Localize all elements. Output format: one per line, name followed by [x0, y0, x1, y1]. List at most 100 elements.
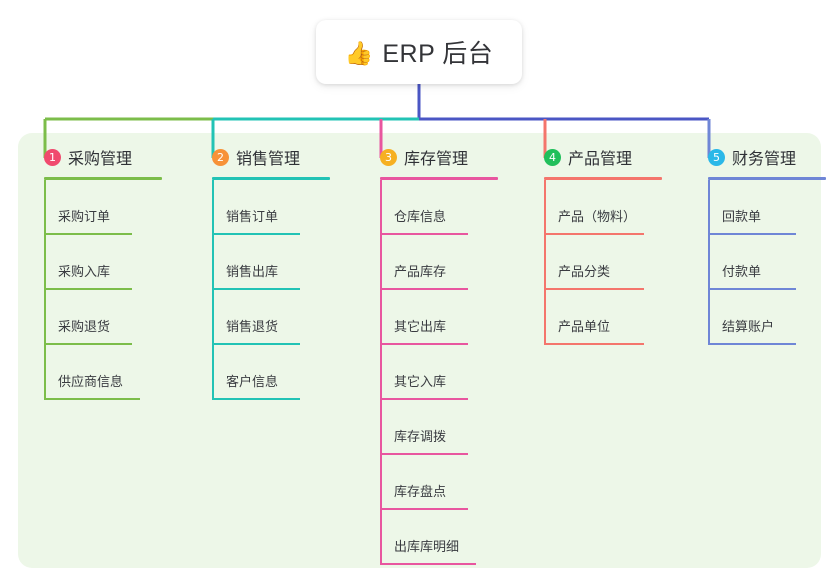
leaf-label: 付款单	[722, 264, 762, 279]
column-header-1[interactable]: 1 采购管理	[30, 143, 148, 171]
leaf-stem	[380, 455, 382, 510]
leaf-item[interactable]: 采购退货	[30, 290, 162, 345]
leaf-item[interactable]: 供应商信息	[30, 345, 162, 400]
column-badge-3: 3	[380, 148, 397, 166]
column-badge-4: 4	[544, 148, 561, 166]
leaf-underline	[212, 343, 300, 345]
thumbs-up-icon: 👍	[344, 39, 374, 66]
column-1: 1 采购管理采购订单采购入库采购退货供应商信息	[30, 143, 162, 400]
leaf-item[interactable]: 结算账户	[694, 290, 826, 345]
leaf-list-2: 销售订单销售出库销售退货客户信息	[198, 180, 330, 400]
column-title-3: 库存管理	[404, 151, 469, 168]
column-header-3[interactable]: 3 库存管理	[366, 143, 484, 171]
leaf-stem	[380, 510, 382, 565]
leaf-list-1: 采购订单采购入库采购退货供应商信息	[30, 180, 162, 400]
column-badge-5: 5	[708, 148, 725, 166]
leaf-label: 其它出库	[394, 319, 447, 334]
leaf-label: 销售订单	[226, 209, 279, 224]
leaf-stem	[212, 290, 214, 345]
leaf-item[interactable]: 库存调拨	[366, 400, 498, 455]
column-4: 4 产品管理产品（物料） 产品分类产品单位	[530, 143, 662, 345]
leaf-item[interactable]: 销售出库	[198, 235, 330, 290]
leaf-item[interactable]: 产品库存	[366, 235, 498, 290]
leaf-underline	[708, 343, 796, 345]
root-node[interactable]: 👍 ERP 后台	[316, 20, 522, 84]
leaf-label: 供应商信息	[58, 374, 124, 389]
column-title-5: 财务管理	[732, 151, 797, 168]
leaf-underline	[380, 343, 468, 345]
leaf-item[interactable]: 采购订单	[30, 180, 162, 235]
column-underline-4	[544, 177, 662, 180]
leaf-label: 销售退货	[226, 319, 279, 334]
leaf-item[interactable]: 客户信息	[198, 345, 330, 400]
leaf-label: 产品（物料）	[558, 209, 637, 224]
leaf-label: 采购订单	[58, 209, 111, 224]
column-title-2: 销售管理	[236, 151, 301, 168]
leaf-item[interactable]: 其它入库	[366, 345, 498, 400]
leaf-item[interactable]: 产品分类	[530, 235, 662, 290]
leaf-item[interactable]: 出库库明细	[366, 510, 498, 565]
column-3: 3 库存管理仓库信息产品库存其它出库其它入库库存调拨库存盘点出库库明细	[366, 143, 498, 565]
leaf-label: 库存调拨	[394, 429, 447, 444]
leaf-item[interactable]: 销售退货	[198, 290, 330, 345]
leaf-label: 仓库信息	[394, 209, 447, 224]
leaf-underline	[380, 233, 468, 235]
column-header-5[interactable]: 5 财务管理	[694, 143, 812, 171]
leaf-underline	[544, 233, 644, 235]
column-underline-3	[380, 177, 498, 180]
column-title-4: 产品管理	[568, 151, 633, 168]
leaf-label: 出库库明细	[394, 539, 460, 554]
column-badge-1: 1	[44, 148, 61, 166]
leaf-stem	[44, 290, 46, 345]
leaf-stem	[212, 180, 214, 235]
leaf-label: 产品库存	[394, 264, 447, 279]
leaf-stem	[44, 180, 46, 235]
leaf-label: 结算账户	[722, 319, 775, 334]
leaf-stem	[708, 290, 710, 345]
leaf-item[interactable]: 产品（物料）	[530, 180, 662, 235]
column-header-4[interactable]: 4 产品管理	[530, 143, 648, 171]
leaf-label: 库存盘点	[394, 484, 447, 499]
leaf-underline	[708, 233, 796, 235]
column-title-1: 采购管理	[68, 151, 133, 168]
leaf-stem	[544, 290, 546, 345]
leaf-list-5: 回款单付款单结算账户	[694, 180, 826, 345]
column-underline-1	[44, 177, 162, 180]
leaf-stem	[212, 345, 214, 400]
column-5: 5 财务管理回款单付款单结算账户	[694, 143, 826, 345]
leaf-underline	[380, 398, 468, 400]
leaf-item[interactable]: 付款单	[694, 235, 826, 290]
leaf-underline	[380, 288, 468, 290]
leaf-item[interactable]: 产品单位	[530, 290, 662, 345]
leaf-stem	[708, 180, 710, 235]
leaf-item[interactable]: 仓库信息	[366, 180, 498, 235]
leaf-item[interactable]: 采购入库	[30, 235, 162, 290]
column-underline-5	[708, 177, 826, 180]
leaf-stem	[44, 235, 46, 290]
leaf-underline	[212, 233, 300, 235]
leaf-underline	[380, 508, 468, 510]
leaf-item[interactable]: 其它出库	[366, 290, 498, 345]
leaf-label: 产品单位	[558, 319, 611, 334]
leaf-underline	[44, 343, 132, 345]
leaf-label: 销售出库	[226, 264, 279, 279]
leaf-list-3: 仓库信息产品库存其它出库其它入库库存调拨库存盘点出库库明细	[366, 180, 498, 565]
column-badge-2: 2	[212, 148, 229, 166]
leaf-list-4: 产品（物料） 产品分类产品单位	[530, 180, 662, 345]
column-header-2[interactable]: 2 销售管理	[198, 143, 316, 171]
leaf-label: 客户信息	[226, 374, 279, 389]
leaf-stem	[380, 180, 382, 235]
leaf-label: 回款单	[722, 209, 762, 224]
column-underline-2	[212, 177, 330, 180]
leaf-label: 产品分类	[558, 264, 611, 279]
leaf-stem	[380, 235, 382, 290]
leaf-item[interactable]: 回款单	[694, 180, 826, 235]
leaf-stem	[544, 235, 546, 290]
leaf-item[interactable]: 销售订单	[198, 180, 330, 235]
leaf-underline	[44, 398, 140, 400]
root-title: ERP 后台	[382, 40, 494, 68]
leaf-underline	[44, 288, 132, 290]
leaf-stem	[708, 235, 710, 290]
leaf-item[interactable]: 库存盘点	[366, 455, 498, 510]
